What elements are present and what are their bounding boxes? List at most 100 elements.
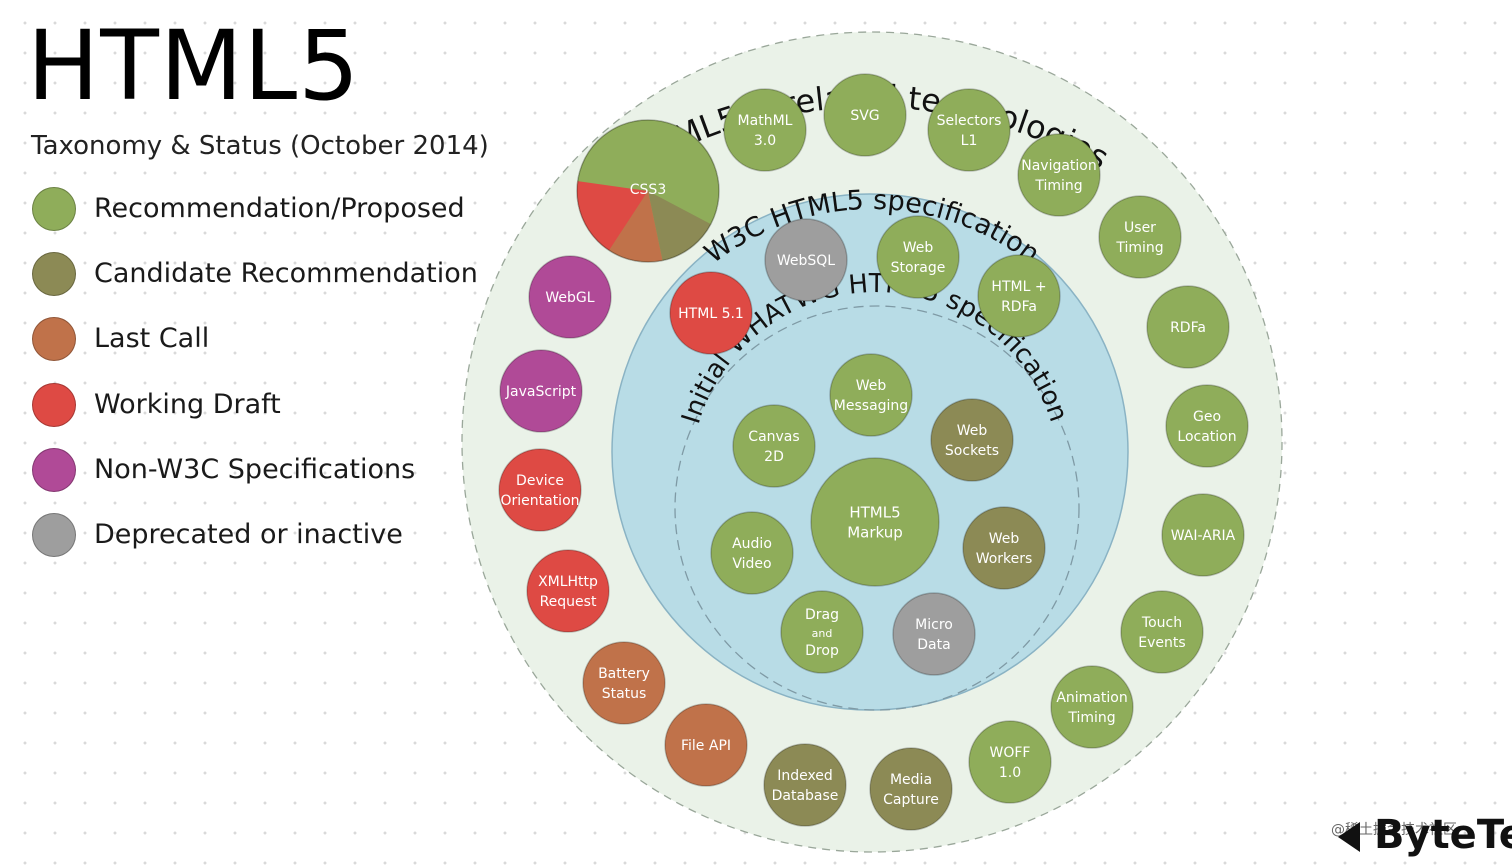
spec-node-label-line: Micro (915, 617, 953, 633)
spec-node-circle (526, 549, 610, 633)
css3-pie-slice (648, 191, 711, 261)
spec-node-label-line: JavaScript (505, 384, 577, 400)
brand-mark-icon (1338, 822, 1360, 852)
spec-node-circle (664, 703, 748, 787)
spec-node-label-line: Request (540, 594, 597, 610)
spec-node-label: HTML 5.1 (678, 306, 744, 322)
whatwg-ring (674, 305, 1080, 711)
brand-logo: ByteTec (1338, 812, 1512, 862)
legend-swatch (32, 447, 76, 492)
spec-node-label-line: Indexed (777, 768, 833, 784)
spec-node-circle (823, 73, 907, 157)
css3-pie-label: CSS3 (630, 182, 666, 198)
spec-node-label-line: Orientation (500, 493, 579, 509)
legend-swatch (32, 317, 76, 362)
spec-node-label-line: MathML (738, 113, 793, 129)
spec-node-label: HTML +RDFa (991, 279, 1046, 315)
spec-node-label-line: Drop (805, 643, 839, 659)
spec-node-circle (968, 720, 1052, 804)
spec-node-label-line: Web (856, 378, 887, 394)
spec-node-label-line: Animation (1056, 690, 1127, 706)
css3-pie: CSS3 (576, 119, 720, 263)
spec-node-label-line: Status (602, 686, 647, 702)
watermark: @稀土掘金技术社区 (1328, 818, 1460, 840)
spec-node-label-line: 2D (764, 449, 784, 465)
spec-node-label-line: Audio (732, 536, 772, 552)
spec-node-circle (498, 448, 582, 532)
spec-node-label: WebGL (545, 290, 594, 306)
spec-node-label: RDFa (1170, 320, 1206, 336)
spec-node-label-line: Media (890, 772, 932, 788)
spec-node-label-line: HTML 5.1 (678, 306, 744, 322)
spec-node-circle (1165, 384, 1249, 468)
spec-node-circle (1017, 133, 1101, 217)
spec-node-circle (669, 271, 753, 355)
spec-node-label-line: Storage (891, 260, 946, 276)
spec-node-label-line: WOFF (990, 745, 1031, 761)
spec-node-label-line: File API (681, 738, 731, 754)
legend-swatch (32, 382, 76, 427)
spec-node-label-line: Navigation (1021, 158, 1097, 174)
spec-node-circle (1120, 590, 1204, 674)
css3-pie-slice (576, 181, 648, 251)
spec-node-label-line: Geo (1193, 409, 1221, 425)
spec-node-circle (528, 255, 612, 339)
spec-node: MathML 3.0 (723, 88, 807, 172)
legend-label: Working Draft (94, 388, 281, 420)
spec-node-circle (723, 88, 807, 172)
spec-node-label-line: Video (732, 556, 771, 572)
spec-node: WebGL (528, 255, 612, 339)
spec-node: JavaScript (499, 349, 583, 433)
legend-label: Recommendation/Proposed (94, 193, 465, 224)
spec-node-label-line: Drag (805, 607, 839, 623)
spec-node-label-line: Selectors (937, 113, 1002, 129)
legend-swatch (32, 187, 76, 231)
spec-node-label-line: Markup (847, 523, 903, 541)
spec-node: WebSQL (764, 218, 848, 302)
spec-node-circle (962, 506, 1046, 590)
spec-node-circle (710, 511, 794, 595)
spec-node-circle (892, 592, 976, 676)
spec-node-label-line: Web (903, 240, 934, 256)
spec-node-label: File API (681, 738, 731, 754)
spec-node-label-line: WAI-ARIA (1171, 528, 1236, 544)
spec-node-circle (977, 254, 1061, 338)
spec-node-circle (930, 398, 1014, 482)
spec-node-circle (829, 353, 913, 437)
spec-node-label-line: HTML5 (849, 503, 900, 521)
spec-node-label-line: Location (1177, 429, 1236, 445)
spec-node-label-line: Events (1138, 635, 1185, 651)
legend-swatch (32, 252, 76, 297)
spec-node: RDFa (1146, 285, 1230, 369)
spec-node-label-line: HTML + (991, 279, 1046, 295)
spec-node: SVG (823, 73, 907, 157)
spec-node-label-line: XMLHttp (538, 574, 598, 590)
spec-node-label: SVG (850, 108, 879, 124)
spec-node-label-line: Sockets (945, 443, 999, 459)
spec-node-circle (1161, 493, 1245, 577)
spec-node-label-line: 3.0 (754, 133, 776, 149)
spec-node-circle (927, 88, 1011, 172)
